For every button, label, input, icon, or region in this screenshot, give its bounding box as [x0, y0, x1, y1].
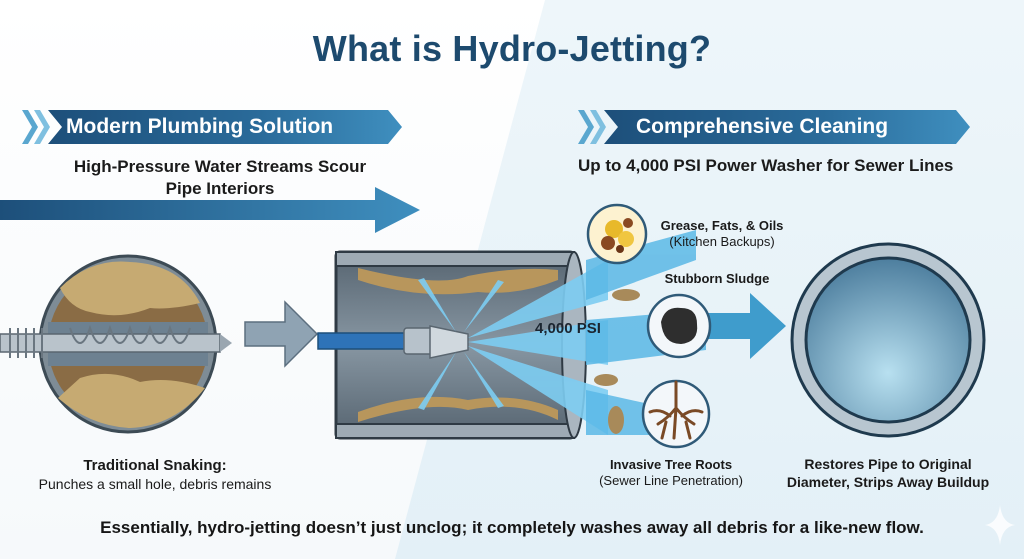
page-title: What is Hydro-Jetting? — [312, 28, 712, 69]
hydro-jetting-pipe-illustration — [317, 250, 608, 440]
debris-label-roots: Invasive Tree Roots (Sewer Line Penetrat… — [599, 457, 743, 488]
right-subtitle: Up to 4,000 PSI Power Washer for Sewer L… — [578, 156, 954, 175]
banner-label: Comprehensive Cleaning — [636, 115, 889, 138]
gray-arrow-icon — [244, 300, 319, 368]
left-subtitle: High-Pressure Water Streams Scour Pipe I… — [73, 157, 367, 198]
snaking-caption: Traditional Snaking: Punches a small hol… — [38, 457, 272, 492]
banner-modern-plumbing: Modern Plumbing Solution — [22, 110, 402, 144]
clogged-pipe-illustration — [0, 254, 232, 434]
debris-label-grease: Grease, Fats, & Oils (Kitchen Backups) — [660, 218, 784, 249]
summary-footer: Essentially, hydro-jetting doesn’t just … — [100, 518, 924, 537]
pressure-label: 4,000 PSI — [535, 320, 601, 337]
grease-blobs-icon — [586, 203, 648, 265]
clean-pipe-illustration — [790, 242, 986, 438]
long-arrow-icon — [0, 187, 420, 233]
chevron-icon — [22, 110, 38, 144]
tree-roots-icon — [641, 379, 711, 449]
sludge-rock-icon — [646, 293, 712, 359]
blue-arrow-icon — [700, 293, 786, 359]
chevron-icon — [578, 110, 594, 144]
result-caption: Restores Pipe to Original Diameter, Stri… — [786, 456, 990, 490]
banner-label: Modern Plumbing Solution — [66, 115, 334, 138]
sparkle-icon — [985, 505, 1015, 545]
banner-comprehensive-cleaning: Comprehensive Cleaning — [578, 110, 970, 144]
debris-label-sludge: Stubborn Sludge — [664, 271, 770, 286]
